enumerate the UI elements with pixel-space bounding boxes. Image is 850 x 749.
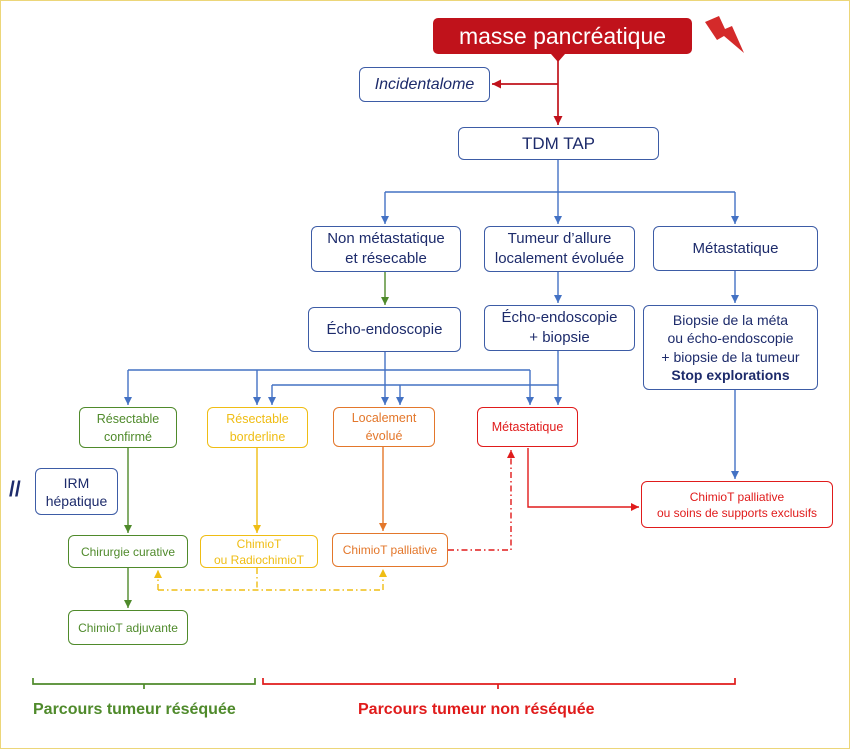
neoadjuvant-box: ChimioT ou RadiochimioT xyxy=(200,535,318,568)
locally-evolved-line-2: évolué xyxy=(365,429,403,443)
pathway-resected-label: Parcours tumeur réséquée xyxy=(33,701,236,718)
masse-pointer xyxy=(551,54,565,62)
tdm-tap-box: TDM TAP xyxy=(458,127,659,160)
resectable-borderline-box: Résectable borderline xyxy=(207,407,308,448)
locally-advanced-line-1: Tumeur d’allure xyxy=(507,230,612,247)
metastatic-box: Métastatique xyxy=(653,226,818,271)
meta-biopsy-line-1: Biopsie de la méta xyxy=(672,311,789,328)
resectable-line-1: Résectable xyxy=(96,411,160,426)
non-metastatic-line-1: Non métastatique xyxy=(327,230,445,247)
liver-mri-line-1: IRM xyxy=(63,474,90,491)
borderline-line-1: Résectable xyxy=(226,411,289,426)
locally-advanced-line-2: localement évoluée xyxy=(494,250,625,267)
lightning-bolt-icon xyxy=(705,16,744,53)
masse-pancreatique-box: masse pancréatique xyxy=(433,18,692,54)
parallel-marker: // xyxy=(9,478,21,501)
line-tdm-trunk xyxy=(385,160,735,193)
meta-biopsy-box: Biopsie de la méta ou écho-endoscopie + … xyxy=(643,305,818,390)
curative-surgery-label: Chirurgie curative xyxy=(80,544,176,559)
liver-mri-line-2: hépatique xyxy=(45,492,108,509)
eus-biopsy-line-2: + biopsie xyxy=(529,329,590,346)
incidentalome-label: Incidentalome xyxy=(374,75,475,93)
non-metastatic-box: Non métastatique et résecable xyxy=(311,226,461,272)
resectable-confirmed-box: Résectable confirmé xyxy=(79,407,177,448)
eus-biopsy-line-1: Écho-endoscopie xyxy=(501,309,618,326)
liver-mri-box: IRM hépatique xyxy=(35,468,118,515)
palliative-supportive-line-1: ChimioT palliative xyxy=(689,489,785,504)
bracket-resected xyxy=(32,678,256,689)
eus-biopsy-box: Écho-endoscopie + biopsie xyxy=(484,305,635,351)
locally-evolved-line-1: Localement xyxy=(351,411,417,425)
palliative-supportive-box: ChimioT palliative ou soins de supports … xyxy=(641,481,833,528)
metastatic-label: Métastatique xyxy=(692,239,779,257)
tdm-tap-label: TDM TAP xyxy=(521,133,596,153)
neoadjuvant-line-2: ou RadiochimioT xyxy=(213,552,305,567)
incidentalome-box: Incidentalome xyxy=(359,67,490,102)
meta-biopsy-line-3: + biopsie de la tumeur xyxy=(661,348,800,365)
eus-box: Écho-endoscopie xyxy=(308,307,461,352)
metastatic-result-box: Métastatique xyxy=(477,407,578,447)
neoadjuvant-line-1: ChimioT xyxy=(236,536,282,551)
locally-advanced-box: Tumeur d’allure localement évoluée xyxy=(484,226,635,272)
metastatic-result-label: Métastatique xyxy=(491,420,564,434)
masse-pancreatique-label: masse pancréatique xyxy=(458,22,667,49)
palliative-chemo-box: ChimioT palliative xyxy=(332,533,448,567)
resectable-line-2: confirmé xyxy=(104,429,152,444)
palliative-supportive-line-2: ou soins de supports exclusifs xyxy=(656,505,818,520)
curative-surgery-box: Chirurgie curative xyxy=(68,535,188,568)
meta-biopsy-line-2: ou écho-endoscopie xyxy=(667,330,794,346)
dashed-neoadjuvant-bus xyxy=(158,568,383,591)
palliative-chemo-label: ChimioT palliative xyxy=(342,543,438,557)
arrow-metastatic-to-supportive xyxy=(527,448,639,511)
adjuvant-chemo-box: ChimioT adjuvante xyxy=(68,610,188,645)
adjuvant-chemo-label: ChimioT adjuvante xyxy=(78,620,178,635)
bracket-non-resected xyxy=(262,678,736,689)
borderline-line-2: borderline xyxy=(229,429,286,444)
non-metastatic-line-2: et résecable xyxy=(345,250,427,267)
locally-evolved-box: Localement évolué xyxy=(333,407,435,447)
stop-explorations-label: Stop explorations xyxy=(671,367,790,383)
pathway-non-resected-label: Parcours tumeur non réséquée xyxy=(358,701,595,718)
eus-label: Écho-endoscopie xyxy=(326,320,443,338)
dashed-arrow-palliative-to-metastatic xyxy=(448,450,515,551)
